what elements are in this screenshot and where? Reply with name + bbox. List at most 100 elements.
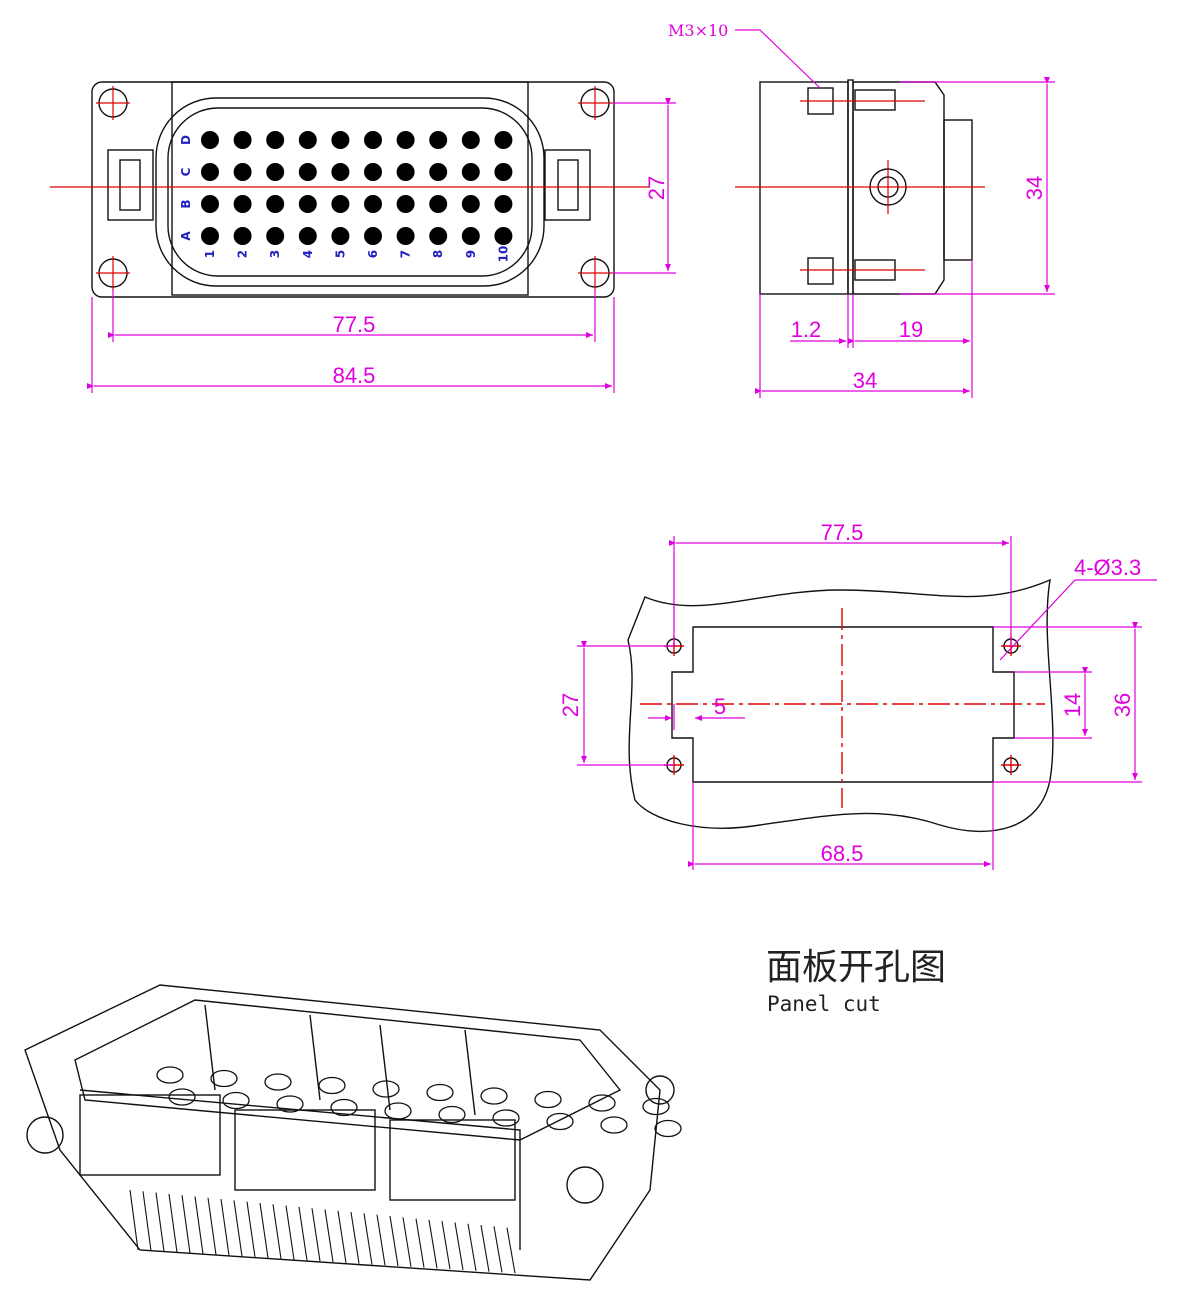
iso-fin <box>467 1223 477 1271</box>
contact-pin <box>429 195 448 213</box>
contact-pin <box>266 227 285 245</box>
dim-front-width-inner: 77.5 <box>333 312 376 337</box>
dim-panel-height-total: 36 <box>1110 693 1135 717</box>
iso-pin <box>156 1066 184 1084</box>
contact-pin <box>298 227 317 245</box>
contact-pin <box>429 227 448 245</box>
row-label: D <box>179 135 193 145</box>
dim-side-height: 34 <box>1022 176 1047 200</box>
iso-screw-left <box>26 1116 64 1154</box>
contact-pin <box>331 163 350 181</box>
left-latch <box>107 149 154 221</box>
caption-english: Panel cut <box>767 992 881 1016</box>
contact-pin <box>331 131 350 149</box>
iso-pin <box>318 1076 346 1095</box>
front-centerlines <box>50 86 650 290</box>
iso-fin <box>246 1201 256 1258</box>
caption-chinese: 面板开孔图 <box>766 947 947 988</box>
iso-fin <box>311 1208 321 1262</box>
contact-pin <box>364 163 382 181</box>
contact-pin <box>298 163 317 181</box>
contact-pin <box>396 227 415 245</box>
side-latch-block <box>943 119 973 261</box>
iso-pin <box>654 1119 682 1138</box>
iso-fin <box>454 1222 464 1271</box>
iso-outline <box>24 984 661 1281</box>
panel-outline <box>627 578 1054 833</box>
column-number: 2 <box>236 250 250 258</box>
contact-pin <box>396 131 415 149</box>
iso-screw-right-front <box>566 1166 604 1204</box>
iso-fin <box>272 1204 282 1259</box>
contact-pin <box>331 195 350 213</box>
side-screw-label: M3×10 <box>668 21 728 40</box>
iso-fin <box>129 1189 139 1251</box>
iso-fin <box>402 1217 412 1267</box>
contact-pin <box>364 131 382 149</box>
iso-fin <box>220 1199 230 1256</box>
contact-pin <box>266 195 285 213</box>
iso-fin <box>324 1209 334 1263</box>
front-insert-inner <box>167 107 533 277</box>
iso-fin <box>363 1213 373 1265</box>
iso-pin <box>480 1087 508 1105</box>
column-number: 8 <box>431 250 445 258</box>
iso-fin <box>194 1196 204 1255</box>
iso-front-panel-2 <box>234 1109 376 1191</box>
right-latch-slot <box>557 159 579 211</box>
contact-pin <box>461 195 480 213</box>
right-latch <box>544 149 591 221</box>
iso-top-opening <box>74 999 622 1141</box>
contact-pin <box>201 131 219 149</box>
panel-cut <box>627 578 1054 833</box>
iso-pin <box>264 1073 292 1091</box>
iso-fin <box>493 1226 503 1273</box>
iso-pin <box>426 1083 454 1102</box>
dim-side-depth-body: 19 <box>899 317 923 342</box>
contact-pin <box>201 163 219 181</box>
panel-centerlines <box>640 608 1045 808</box>
iso-pin <box>330 1098 358 1117</box>
dim-panel-height-holes: 27 <box>558 693 583 717</box>
side-centerlines <box>735 100 985 271</box>
contact-pin <box>461 163 480 181</box>
dim-side-flange: 1.2 <box>791 317 822 342</box>
iso-fin <box>376 1214 386 1266</box>
panel-hole-label: 4-Ø3.3 <box>1074 555 1141 580</box>
iso-fin <box>350 1212 360 1264</box>
column-number: 1 <box>203 250 217 258</box>
dim-front-width-outer: 84.5 <box>333 363 376 388</box>
iso-fin <box>142 1191 152 1251</box>
iso-fin <box>506 1227 516 1274</box>
contact-pin <box>233 195 252 213</box>
side-bottom-nut <box>807 257 834 285</box>
front-insert-frame <box>171 81 529 296</box>
contact-pin <box>266 163 285 181</box>
dim-side-depth-total: 34 <box>853 368 877 393</box>
contact-pin <box>429 163 448 181</box>
contact-pin <box>364 227 382 245</box>
contact-pin <box>201 195 219 213</box>
iso-pin <box>168 1088 196 1106</box>
iso-fin <box>285 1205 295 1260</box>
contact-pin <box>396 163 415 181</box>
row-label: C <box>179 167 193 176</box>
panel-dimension-lines <box>577 536 1157 870</box>
pin-grid <box>201 131 513 245</box>
dim-front-height: 27 <box>644 176 669 200</box>
iso-fin <box>259 1202 269 1259</box>
column-number: 7 <box>399 250 413 258</box>
iso-pin <box>222 1091 250 1110</box>
iso-fin <box>233 1200 243 1257</box>
iso-pin <box>642 1097 670 1116</box>
contact-pin <box>233 163 252 181</box>
iso-front-panel-1 <box>79 1094 221 1176</box>
dim-panel-width-cut: 68.5 <box>821 841 864 866</box>
contact-pin <box>233 131 252 149</box>
row-label: B <box>179 199 193 208</box>
contact-pin <box>461 227 480 245</box>
front-dimension-lines <box>87 98 676 393</box>
iso-fin <box>168 1193 178 1253</box>
